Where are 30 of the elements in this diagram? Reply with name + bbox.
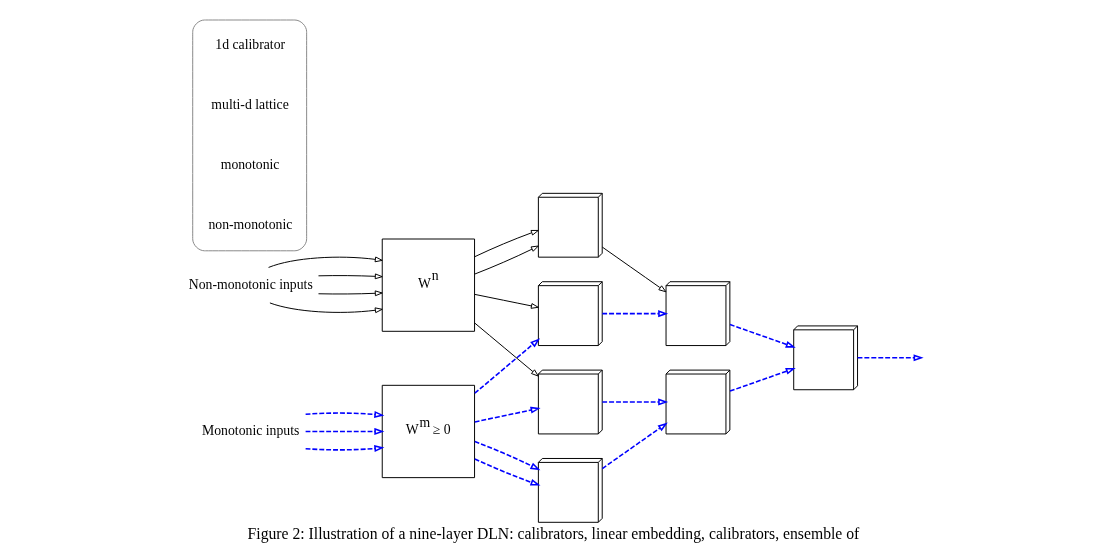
arrow xyxy=(317,273,383,280)
legend-label: 1d calibrator xyxy=(214,37,285,53)
arrow xyxy=(728,368,796,392)
arrow xyxy=(473,229,539,258)
arrow xyxy=(728,323,796,348)
arrow xyxy=(473,458,540,486)
arrow xyxy=(473,440,540,471)
legend-label: monotonic xyxy=(220,156,279,172)
arrow xyxy=(268,302,383,314)
arrow xyxy=(267,256,383,268)
arrow xyxy=(304,427,384,435)
arrow xyxy=(601,422,668,470)
node-text: Non-monotonic inputs xyxy=(188,276,313,292)
node-box xyxy=(191,19,307,252)
arrow xyxy=(473,338,540,394)
arrow xyxy=(601,310,668,318)
arrow xyxy=(601,246,666,293)
arrow xyxy=(856,354,924,362)
arrow xyxy=(304,410,384,418)
arrow xyxy=(317,290,383,297)
arrow xyxy=(473,406,541,423)
legend-label: non-monotonic xyxy=(207,216,292,232)
arrow xyxy=(473,322,539,377)
arrow xyxy=(601,398,668,406)
arrow xyxy=(473,245,539,275)
legend-label: multi-d lattice xyxy=(210,97,289,113)
arrow xyxy=(473,293,539,309)
arrow xyxy=(304,445,384,452)
node-text: Monotonic inputs xyxy=(201,423,299,439)
caption: Figure 2: Illustration of a nine-layer DLN: calibrators, linear embedding, calibrators, ensemble of xyxy=(247,524,859,542)
